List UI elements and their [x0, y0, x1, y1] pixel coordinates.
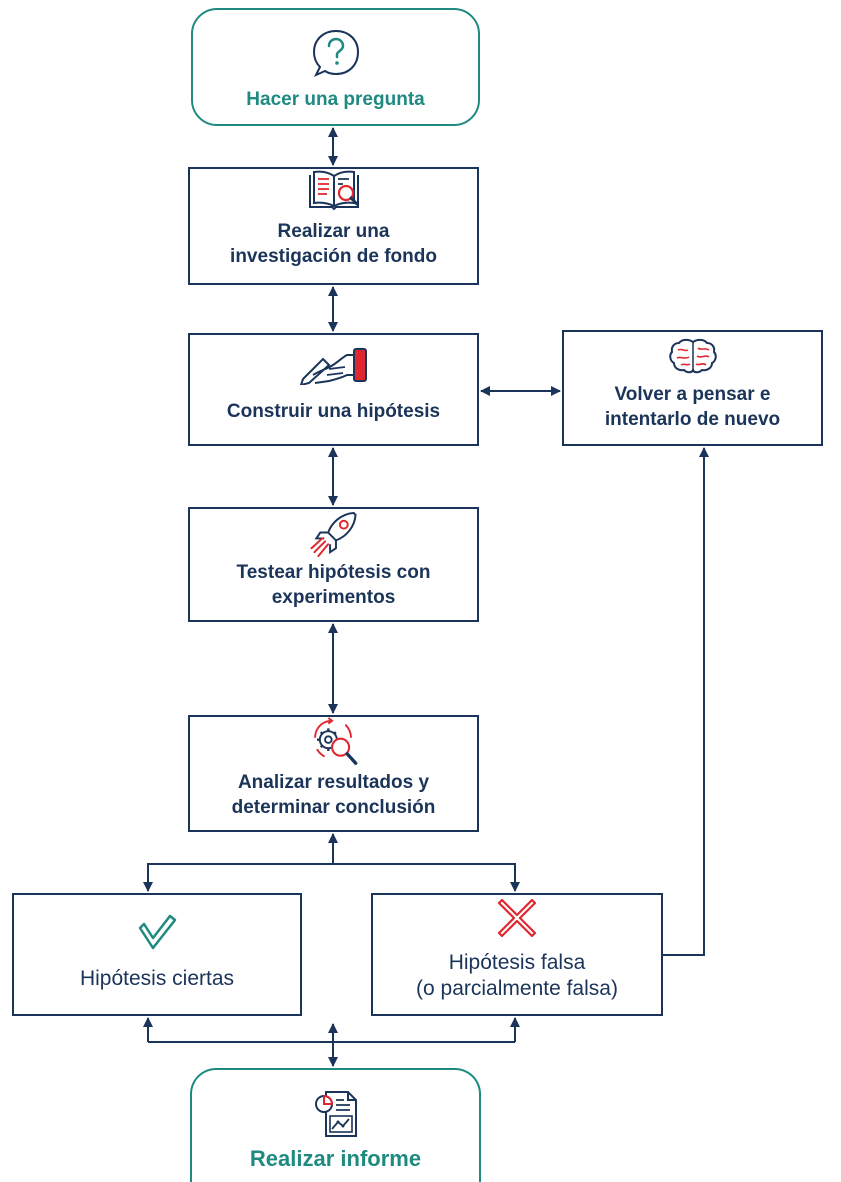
x-mark-icon	[497, 898, 537, 938]
node-rethink-label: Volver a pensar e intentarlo de nuevo	[604, 384, 781, 430]
hand-writing-icon	[299, 348, 367, 385]
checkmark-icon	[138, 914, 177, 950]
node-false: Hipótesis falsa (o parcialmente falsa)	[371, 893, 663, 1016]
branch-left-top	[143, 863, 333, 892]
node-test-label: Testear hipótesis con experimentos	[236, 562, 431, 608]
node-hypothesis-label: Construir una hipótesis	[226, 401, 441, 422]
branch-right-top	[333, 863, 520, 892]
gear-magnifier-icon	[313, 717, 357, 765]
node-report: Realizar informe	[190, 1068, 481, 1182]
node-ask-question: Hacer una pregunta	[191, 8, 480, 126]
node-false-label: Hipótesis falsa (o parcialmente falsa)	[416, 951, 618, 1000]
node-test: Testear hipótesis con experimentos	[188, 507, 479, 622]
node-report-label: Realizar informe	[249, 1146, 422, 1171]
brain-icon	[668, 338, 717, 374]
node-true-label: Hipótesis ciertas	[79, 967, 235, 990]
book-magnifier-icon	[308, 170, 359, 211]
node-research-label: Realizar una investigación de fondo	[230, 221, 437, 267]
node-analyze: Analizar resultados y determinar conclus…	[188, 715, 479, 832]
question-bubble-icon	[312, 29, 359, 78]
rocket-icon	[309, 511, 357, 558]
report-chart-icon	[314, 1091, 357, 1137]
node-true: Hipótesis ciertas	[12, 893, 302, 1016]
node-research: Realizar una investigación de fondo	[188, 167, 479, 285]
node-ask-label: Hacer una pregunta	[246, 89, 425, 110]
node-hypothesis: Construir una hipótesis	[188, 333, 479, 446]
node-analyze-label: Analizar resultados y determinar conclus…	[231, 772, 436, 818]
arrow-false-rethink	[663, 447, 709, 956]
node-rethink: Volver a pensar e intentarlo de nuevo	[562, 330, 823, 446]
